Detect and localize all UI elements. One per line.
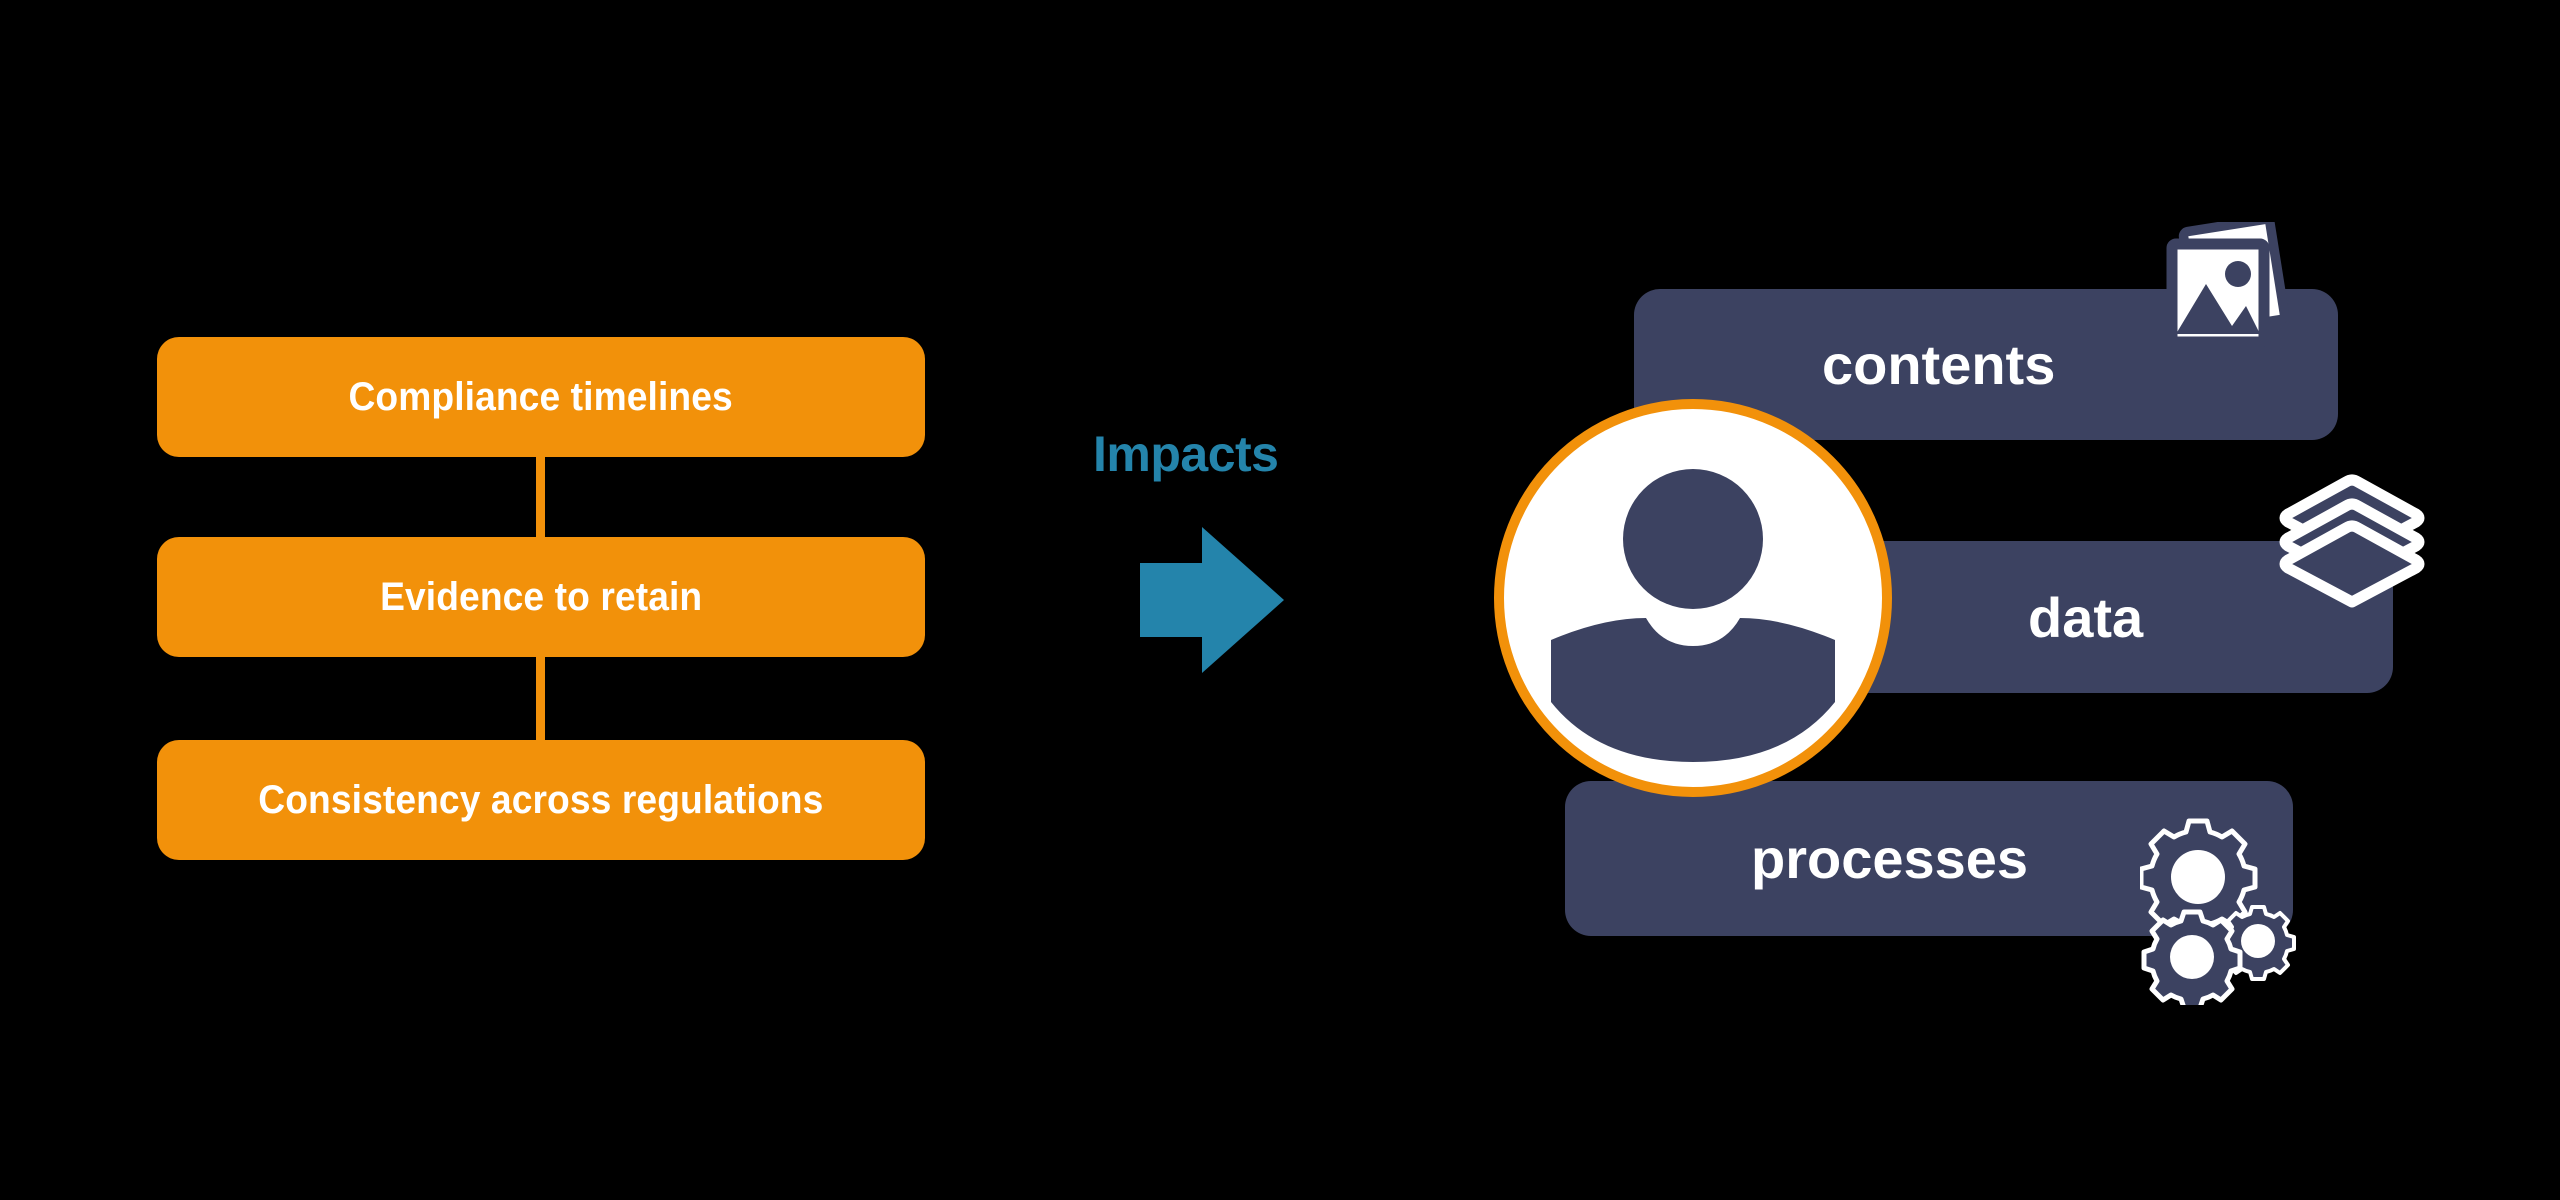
right-item-label: contents [1822,333,2056,396]
connector-line-1 [536,455,545,539]
left-item-evidence-to-retain[interactable]: Evidence to retain [157,537,925,657]
user-avatar-icon [1494,399,1892,797]
right-item-label: data [2028,585,2144,649]
left-item-compliance-timelines[interactable]: Compliance timelines [157,337,925,457]
right-arrow-icon [1140,527,1284,673]
left-item-label: Consistency across regulations [258,777,824,822]
left-item-label: Compliance timelines [348,374,734,419]
impacts-label: Impacts [1093,426,1279,482]
left-item-label: Evidence to retain [379,574,703,619]
layers-icon [2279,474,2425,608]
right-item-label: processes [1751,827,2029,890]
gears-icon [2140,818,2296,1005]
left-item-consistency-across-regulations[interactable]: Consistency across regulations [157,740,925,860]
photos-icon [2166,222,2290,348]
connector-line-2 [536,655,545,742]
